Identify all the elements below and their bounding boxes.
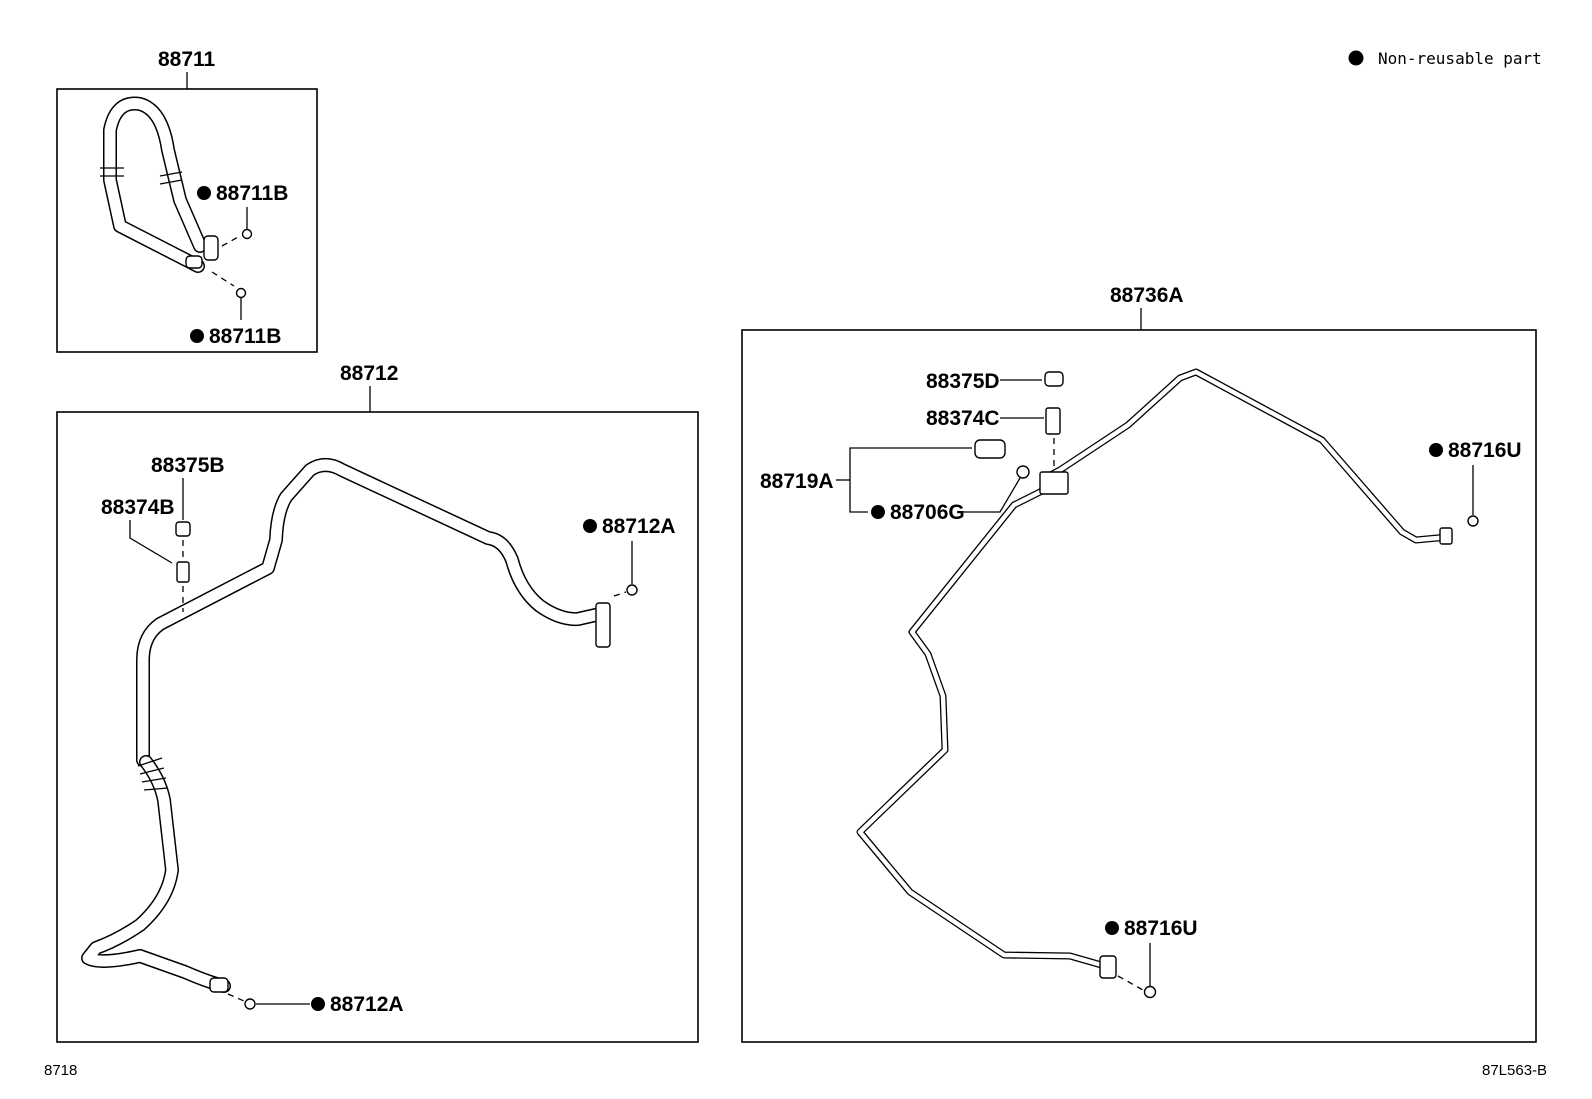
group-88736a-label: 88736A: [1110, 284, 1184, 307]
part-88719a[interactable]: 88719A: [760, 470, 834, 493]
part-88375b[interactable]: 88375B: [151, 454, 225, 477]
part-88375d[interactable]: 88375D: [926, 370, 1000, 393]
group-88736a-box: [741, 329, 1537, 1043]
part-88711b-bottom[interactable]: 88711B: [209, 325, 281, 348]
footer-left-code: 8718: [44, 1062, 77, 1079]
group-88711-label: 88711: [158, 48, 216, 71]
legend-text: Non-reusable part: [1378, 49, 1542, 68]
part-88712a-right[interactable]: 88712A: [602, 515, 676, 538]
part-88706g[interactable]: 88706G: [890, 501, 965, 524]
group-88711-box: [56, 88, 318, 353]
group-88712-label: 88712: [340, 362, 398, 385]
88374b-valve-icon: [176, 561, 190, 583]
group-88712-box: [56, 411, 699, 1043]
part-88712a-bottom[interactable]: 88712A: [330, 993, 404, 1016]
group-88712[interactable]: 88712 88375B 88374B 88712A 88: [56, 362, 699, 1043]
88375b-cap-icon: [175, 521, 191, 537]
group-88736a[interactable]: 88736A 88375D 88374C 88719A 88706G 88716…: [741, 284, 1537, 1043]
group-88711[interactable]: 88711 88711B 88711B: [56, 48, 318, 353]
part-88374c[interactable]: 88374C: [926, 407, 1000, 430]
88711b-top-gasket-icon: [241, 228, 253, 240]
part-88716u-bottom[interactable]: 88716U: [1124, 917, 1198, 940]
part-88711b-top[interactable]: 88711B: [216, 182, 288, 205]
88711b-bottom-gasket-icon: [235, 287, 247, 299]
88716u-right-gasket-icon: [1467, 515, 1479, 527]
88706g-oring-icon: [1016, 465, 1030, 479]
88374c-valve-icon: [1045, 407, 1061, 435]
footer-right-code: 87L563-B: [1482, 1062, 1547, 1079]
88375d-cap-icon: [1044, 371, 1064, 387]
part-88374b[interactable]: 88374B: [101, 496, 175, 519]
88719a-switch-icon: [974, 439, 1006, 459]
non-reusable-marker-icon: [1348, 50, 1364, 66]
88712a-right-gasket-icon: [626, 584, 638, 596]
88716u-bottom-gasket-icon: [1143, 985, 1157, 999]
88712a-bottom-gasket-icon: [244, 998, 256, 1010]
legend: Non-reusable part: [1348, 49, 1542, 68]
part-88716u-right[interactable]: 88716U: [1448, 439, 1522, 462]
